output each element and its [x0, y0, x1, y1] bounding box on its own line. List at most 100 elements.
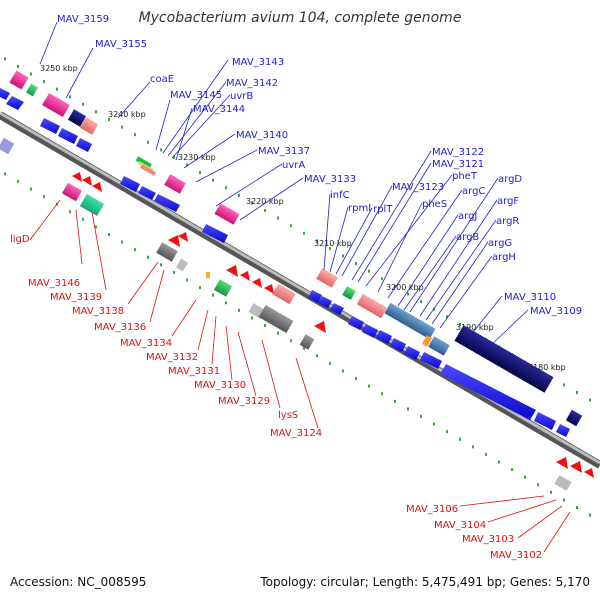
gene-green[interactable] [26, 83, 38, 97]
gene-arrow-blue[interactable] [348, 316, 364, 330]
gene-label[interactable]: MAV_3104 [434, 520, 486, 531]
gene-arrow-blue[interactable] [6, 96, 24, 110]
gene-label[interactable]: MAV_3124 [270, 428, 322, 439]
gene-arrow-blue[interactable] [440, 364, 536, 420]
gene-label[interactable]: MAV_3102 [490, 550, 542, 561]
gene-green[interactable] [135, 156, 152, 169]
gene-label[interactable]: MAV_3155 [95, 39, 147, 50]
gene-label[interactable]: pheS [422, 199, 447, 210]
gene-arrow-blue[interactable] [154, 194, 180, 212]
gene-label[interactable]: MAV_3122 [432, 147, 484, 158]
gene-label[interactable]: MAV_3123 [392, 182, 444, 193]
gene-salmon[interactable] [140, 164, 156, 176]
gene-gray[interactable] [299, 334, 315, 350]
gene-lilac[interactable] [0, 137, 15, 155]
gene-arrow-blue[interactable] [202, 224, 228, 243]
gene-teal[interactable] [79, 193, 105, 217]
gene-arrow-red[interactable] [72, 172, 82, 182]
gene-navy[interactable] [565, 409, 583, 427]
gene-arrow-blue[interactable] [404, 346, 420, 360]
gene-pink[interactable] [42, 92, 70, 118]
gene-steelblue[interactable] [428, 336, 450, 356]
gene-gray[interactable] [156, 242, 178, 262]
gene-label[interactable]: ligD [10, 234, 30, 245]
gene-label[interactable]: rpmI [348, 203, 371, 214]
gene-arrow-blue[interactable] [376, 330, 392, 344]
gene-pink[interactable] [62, 182, 82, 202]
gene-arrow-red[interactable] [570, 461, 582, 473]
gene-arrow-red[interactable] [92, 182, 102, 192]
gene-arrow-blue[interactable] [330, 303, 344, 315]
gene-gray[interactable] [258, 304, 294, 334]
gene-label[interactable]: MAV_3146 [28, 278, 80, 289]
gene-arrow-blue[interactable] [40, 118, 60, 134]
gene-arrow-red[interactable] [556, 457, 568, 469]
gene-label[interactable]: MAV_3133 [304, 174, 356, 185]
gene-label[interactable]: MAV_3145 [170, 90, 222, 101]
gene-label[interactable]: lysS [278, 410, 298, 421]
gene-label[interactable]: pheT [452, 171, 478, 182]
gene-salmon[interactable] [316, 268, 338, 288]
gene-arrow-blue[interactable] [390, 338, 406, 352]
gene-arrow-blue[interactable] [556, 424, 570, 437]
gene-label[interactable]: MAV_3143 [232, 57, 284, 68]
gene-arrow-blue[interactable] [76, 138, 92, 152]
gene-steelblue[interactable] [384, 302, 436, 340]
gene-arrow-blue[interactable] [362, 324, 378, 338]
gene-green[interactable] [213, 279, 233, 297]
gene-label[interactable]: MAV_3131 [168, 366, 220, 377]
gene-label[interactable]: MAV_3109 [530, 306, 582, 317]
gene-label[interactable]: argB [456, 232, 479, 243]
gene-label[interactable]: MAV_3142 [226, 78, 278, 89]
gene-label[interactable]: argC [462, 186, 485, 197]
gene-pink[interactable] [214, 203, 240, 225]
gene-label[interactable]: argJ [458, 211, 477, 222]
gene-orange[interactable] [206, 272, 210, 278]
gene-label[interactable]: coaE [150, 74, 174, 85]
gene-navy[interactable] [67, 109, 87, 127]
gene-label[interactable]: uvrA [282, 160, 305, 171]
gene-label[interactable]: MAV_3103 [462, 534, 514, 545]
gene-navy-large[interactable] [454, 325, 554, 393]
gene-label[interactable]: MAV_3144 [193, 104, 245, 115]
gene-arrow-red[interactable] [314, 321, 326, 333]
gene-salmon[interactable] [356, 293, 388, 319]
gene-arrow-red[interactable] [252, 278, 262, 288]
gene-arrow-blue[interactable] [318, 296, 332, 308]
gene-label[interactable]: rplT [373, 204, 393, 215]
gene-label[interactable]: MAV_3106 [406, 504, 458, 515]
gene-label[interactable]: MAV_3121 [432, 159, 484, 170]
gene-arrow-red[interactable] [264, 284, 274, 294]
gene-arrow-blue[interactable] [308, 290, 322, 303]
gene-arrow-blue[interactable] [420, 352, 442, 369]
gene-pink[interactable] [9, 70, 29, 90]
gene-arrow-red[interactable] [584, 468, 594, 478]
gene-label[interactable]: MAV_3110 [504, 292, 556, 303]
gene-arrow-blue[interactable] [0, 88, 10, 100]
gene-label[interactable]: MAV_3132 [146, 352, 198, 363]
gene-label[interactable]: infC [330, 190, 350, 201]
gene-label[interactable]: argH [492, 252, 516, 263]
gene-arrow-red[interactable] [178, 232, 188, 242]
gene-silver[interactable] [176, 258, 188, 272]
gene-label[interactable]: argR [496, 216, 519, 227]
gene-green[interactable] [342, 286, 356, 300]
gene-label[interactable]: MAV_3134 [120, 338, 172, 349]
gene-arrow-red[interactable] [226, 265, 238, 277]
gene-label[interactable]: MAV_3136 [94, 322, 146, 333]
gene-arrow-red[interactable] [240, 271, 250, 281]
gene-salmon[interactable] [272, 283, 296, 305]
gene-orange[interactable] [421, 335, 433, 347]
gene-arrow-blue[interactable] [120, 176, 140, 192]
gene-arrow-blue[interactable] [534, 412, 556, 430]
gene-label[interactable]: MAV_3137 [258, 146, 310, 157]
gene-label[interactable]: MAV_3139 [50, 292, 102, 303]
gene-pink[interactable] [164, 174, 186, 194]
gene-label[interactable]: MAV_3129 [218, 396, 270, 407]
gene-label[interactable]: MAV_3138 [72, 306, 124, 317]
gene-arrow-blue[interactable] [138, 186, 156, 200]
gene-salmon[interactable] [79, 117, 99, 135]
gene-label[interactable]: MAV_3140 [236, 130, 288, 141]
gene-silver[interactable] [554, 475, 572, 491]
gene-arrow-red[interactable] [168, 235, 180, 247]
